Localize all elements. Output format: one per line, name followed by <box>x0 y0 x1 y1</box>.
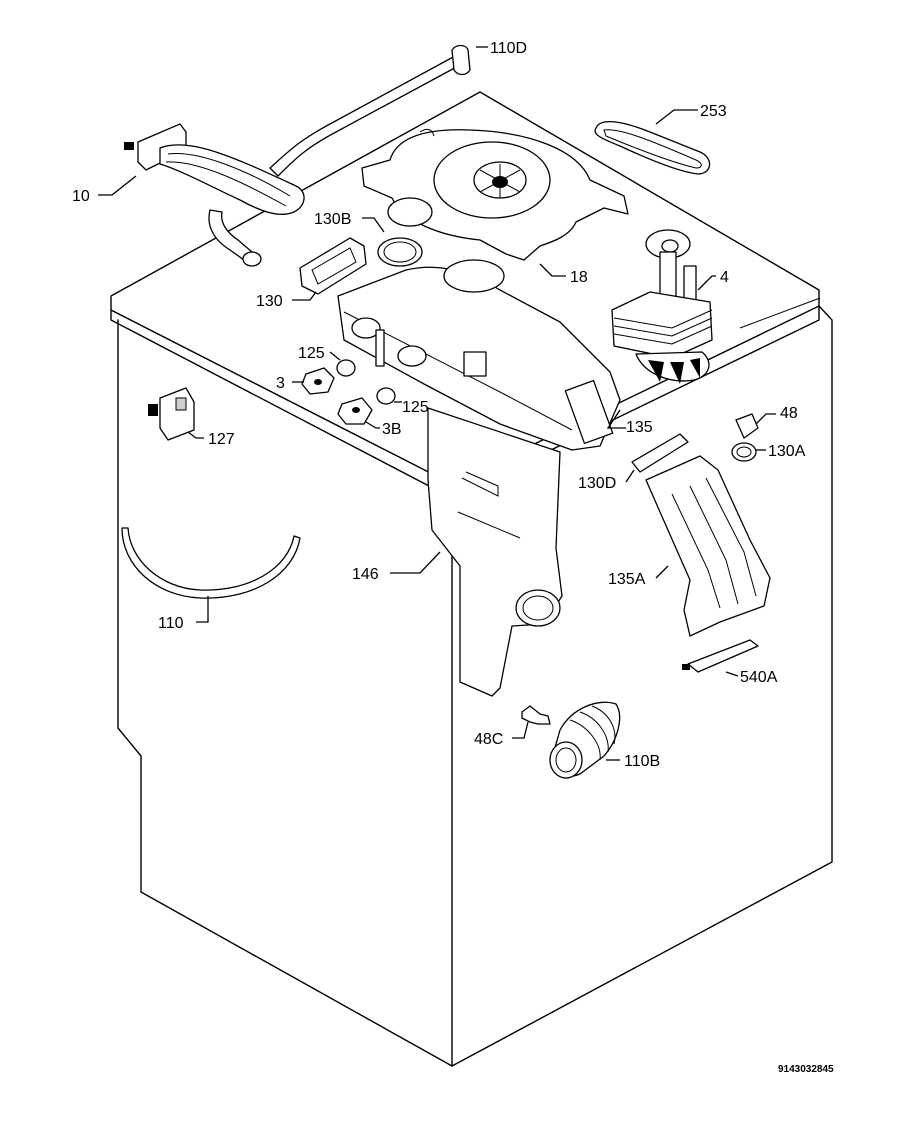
label-48C: 48C <box>474 731 503 748</box>
label-540A: 540A <box>740 669 778 686</box>
leader-10 <box>98 175 137 196</box>
leader-130B <box>362 217 385 233</box>
part-110D-hose <box>269 44 471 177</box>
part-18-fan-housing <box>361 128 629 261</box>
part-labels: 110D 253 10 130B 18 4 130 125 3 125 3B 1… <box>72 40 806 770</box>
cabinet <box>110 91 833 1067</box>
leader-48 <box>755 413 776 425</box>
part-135A-cover <box>645 455 771 637</box>
part-125-o-ring-a <box>336 359 356 377</box>
part-125-o-ring-b <box>376 387 396 405</box>
part-110-hose <box>121 527 301 599</box>
leader-146 <box>390 551 441 574</box>
part-48-plug <box>735 413 759 439</box>
leader-48C <box>512 721 529 739</box>
part-127-switch <box>148 387 195 441</box>
part-48C-screw <box>521 705 551 725</box>
part-130A-ring <box>731 442 757 462</box>
leader-127 <box>187 431 204 439</box>
label-125b: 125 <box>402 399 429 416</box>
leader-4 <box>697 275 716 291</box>
label-135A: 135A <box>608 571 646 588</box>
label-127: 127 <box>208 431 235 448</box>
label-4: 4 <box>720 269 729 286</box>
part-4-motor <box>611 229 713 384</box>
label-130: 130 <box>256 293 283 310</box>
leader-3B <box>365 421 380 429</box>
part-10-heater <box>124 123 305 267</box>
label-130D: 130D <box>578 475 616 492</box>
part-540A-seal <box>682 639 759 673</box>
label-3: 3 <box>276 375 285 392</box>
leader-125a <box>329 351 341 361</box>
label-146: 146 <box>352 566 379 583</box>
leader-110 <box>196 596 209 623</box>
leader-540A <box>725 671 739 677</box>
part-253-belt <box>594 121 711 175</box>
leader-135A <box>655 565 669 579</box>
label-130A: 130A <box>768 443 806 460</box>
part-130D-gasket <box>631 433 689 473</box>
label-110D: 110D <box>490 40 527 57</box>
label-253: 253 <box>700 103 727 120</box>
label-10: 10 <box>72 188 90 205</box>
part-3B-sensor <box>337 397 373 425</box>
label-125a: 125 <box>298 345 325 362</box>
part-135-duct <box>337 259 621 451</box>
leader-135 <box>606 409 626 429</box>
label-130B: 130B <box>314 211 351 228</box>
leader-130D <box>625 469 635 483</box>
leader-lines <box>98 46 776 761</box>
label-135: 135 <box>626 419 653 436</box>
part-130B-seal <box>377 237 423 267</box>
part-130-gasket <box>299 237 367 295</box>
label-18: 18 <box>570 269 588 286</box>
label-48: 48 <box>780 405 798 422</box>
label-110: 110 <box>158 615 184 632</box>
leader-18 <box>539 263 566 277</box>
drawing-code: 9143032845 <box>778 1064 834 1075</box>
part-146-sump <box>427 407 563 697</box>
leader-253 <box>655 109 698 125</box>
label-3B: 3B <box>382 421 402 438</box>
part-3-sensor <box>301 367 335 395</box>
label-110B: 110B <box>624 753 660 770</box>
part-110B-bellows <box>549 701 621 779</box>
leader-130 <box>292 291 317 301</box>
